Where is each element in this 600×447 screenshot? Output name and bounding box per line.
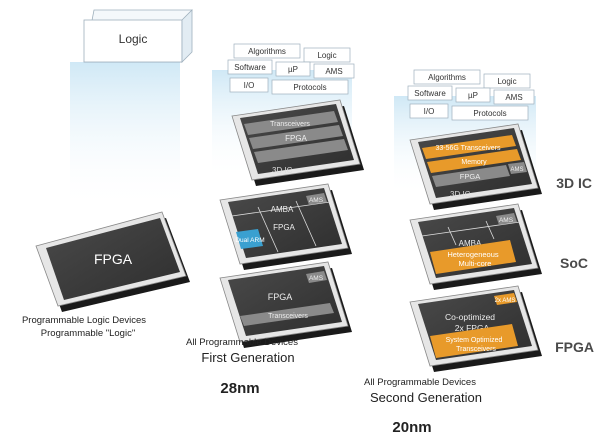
gen1-3dic-bar-fpga-label: FPGA (285, 134, 307, 143)
gen1-box-software-label: Software (234, 63, 266, 72)
gen1-3dic-bar-fpga (249, 125, 343, 149)
gen2-3dic-bar-transceivers-label: 33-56G Transceivers (436, 145, 501, 152)
gen2-soc-layer: AMS AMBA Heterogeneous Multi-core (409, 203, 542, 290)
gen2-3dic-bar-memory-label: Memory (461, 159, 487, 166)
gen2-capability-boxes: Algorithms Logic Software µP AMS I/O Pro… (407, 69, 535, 121)
gen1-3dic-bar-3 (254, 139, 348, 163)
gen2-box-up-label: µP (468, 91, 478, 100)
gen2-node: 20nm (392, 419, 431, 436)
gen2-caption-line2: Second Generation (370, 390, 482, 405)
gen2-3dic-layer: 33-56G Transceivers Memory FPGA AMS 3D I… (409, 123, 542, 210)
gen2-3dic-bar-ams (508, 162, 527, 174)
fpga-chip-label: FPGA (94, 251, 133, 267)
gen2-soc-ams: AMS (499, 217, 514, 224)
gen1-caption-line2: First Generation (201, 350, 294, 365)
programmable-caption-line1: Programmable Logic Devices (22, 315, 146, 326)
gen2-box-protocols (451, 105, 529, 121)
gen1-soc-ams: AMS (309, 197, 324, 204)
side-label-fpga: FPGA (555, 339, 594, 355)
column-gen2: Algorithms Logic Software µP AMS I/O Pro… (364, 69, 542, 436)
gen1-box-protocols-label: Protocols (293, 83, 326, 92)
programmable-caption-line2: Programmable "Logic" (41, 328, 135, 339)
gen2-fpga-sys-line1: System Optimized (446, 337, 503, 344)
side-label-soc: SoC (560, 255, 588, 271)
gen1-3dic-layer: Transceivers FPGA 3D IC (231, 99, 364, 186)
gen2-soc-amba: AMBA (459, 239, 482, 248)
gen1-box-ams (313, 63, 355, 79)
column-programmable: Logic FPGA Programmable Logic Devices Pr… (22, 9, 193, 339)
gen1-soc-arm-block (236, 229, 263, 249)
gen1-node: 28nm (220, 380, 259, 397)
gen2-box-ams (493, 89, 535, 105)
gen1-box-io (229, 77, 269, 93)
gen1-fpga-ams: AMS (309, 275, 324, 282)
gen1-box-up-label: µP (288, 65, 298, 74)
gen1-caption-line1: All Programmable Devices (186, 337, 298, 348)
gen2-box-algorithms-label: Algorithms (428, 73, 466, 82)
gen1-3dic-label: 3D IC (272, 166, 293, 175)
logic-block-label: Logic (119, 32, 148, 46)
side-label-3dic: 3D IC (556, 175, 592, 191)
gen2-fpga-ams: 2x AMS (495, 298, 516, 304)
gen2-3dic-bar-transceivers (422, 135, 516, 159)
gen1-box-protocols (271, 79, 349, 95)
gen2-soc-hetero-block (430, 240, 516, 274)
gen1-box-algorithms-label: Algorithms (248, 47, 286, 56)
gen2-box-protocols-label: Protocols (473, 109, 506, 118)
gen2-box-io-label: I/O (424, 107, 435, 116)
column-gen1: Algorithms Logic Software µP AMS I/O Pro… (186, 43, 364, 397)
gen1-fpga-layer: AMS FPGA Transceivers (219, 261, 352, 348)
gen1-3dic-bar-transceivers (244, 111, 338, 135)
gen2-box-io (409, 103, 449, 119)
gen2-soc-hetero-line1: Heterogeneous (447, 250, 499, 259)
gen1-box-logic-label: Logic (317, 51, 336, 60)
gen2-box-software-label: Software (414, 89, 446, 98)
gen1-fpga-bar: Transceivers (268, 313, 308, 320)
gen2-fpga-coopt-line2: 2x FPGA (455, 323, 490, 333)
gen2-3dic-bar-fpga-label: FPGA (460, 172, 480, 181)
gen2-3dic-bar-ams-label: AMS (510, 167, 523, 173)
gen1-box-io-label: I/O (244, 81, 255, 90)
gen2-box-up (455, 87, 491, 103)
gen2-box-algorithms (413, 69, 481, 85)
gen1-soc-fpga: FPGA (273, 223, 295, 232)
logic-block: Logic (70, 9, 193, 210)
gen2-soc-hetero-line2: Multi-core (459, 259, 492, 268)
gen1-box-algorithms (233, 43, 301, 59)
gen1-box-software (227, 59, 273, 75)
gen2-fpga-sys-block (430, 324, 518, 358)
gen2-fpga-coopt-line1: Co-optimized (445, 312, 495, 322)
gen1-soc-layer: AMS AMBA FPGA Dual ARM (219, 183, 352, 270)
gen2-box-logic-label: Logic (497, 77, 516, 86)
gen1-box-up (275, 61, 311, 77)
gen1-soc-amba: AMBA (271, 205, 294, 214)
gen1-box-logic (303, 47, 351, 63)
fpga-chip: FPGA (35, 211, 190, 312)
gen1-fpga-label: FPGA (268, 292, 293, 302)
gen1-3dic-bar-transceivers-label: Transceivers (270, 121, 310, 128)
gen1-capability-boxes: Algorithms Logic Software µP AMS I/O Pro… (227, 43, 355, 95)
gen2-box-software (407, 85, 453, 101)
gen2-fpga-layer: 2x AMS Co-optimized 2x FPGA System Optim… (409, 285, 542, 372)
gen2-caption-line1: All Programmable Devices (364, 377, 476, 388)
gen2-box-ams-label: AMS (505, 93, 522, 102)
gen2-3dic-bar-fpga (432, 165, 510, 187)
gen2-3dic-label: 3D IC (450, 190, 471, 199)
gen2-fpga-sys-line2: Transceivers (456, 346, 496, 353)
gen1-box-ams-label: AMS (325, 67, 342, 76)
gen2-3dic-bar-memory (427, 149, 521, 173)
gen1-soc-arm: Dual ARM (235, 237, 264, 244)
gen2-box-logic (483, 73, 531, 89)
side-labels: 3D IC SoC FPGA (555, 175, 594, 355)
